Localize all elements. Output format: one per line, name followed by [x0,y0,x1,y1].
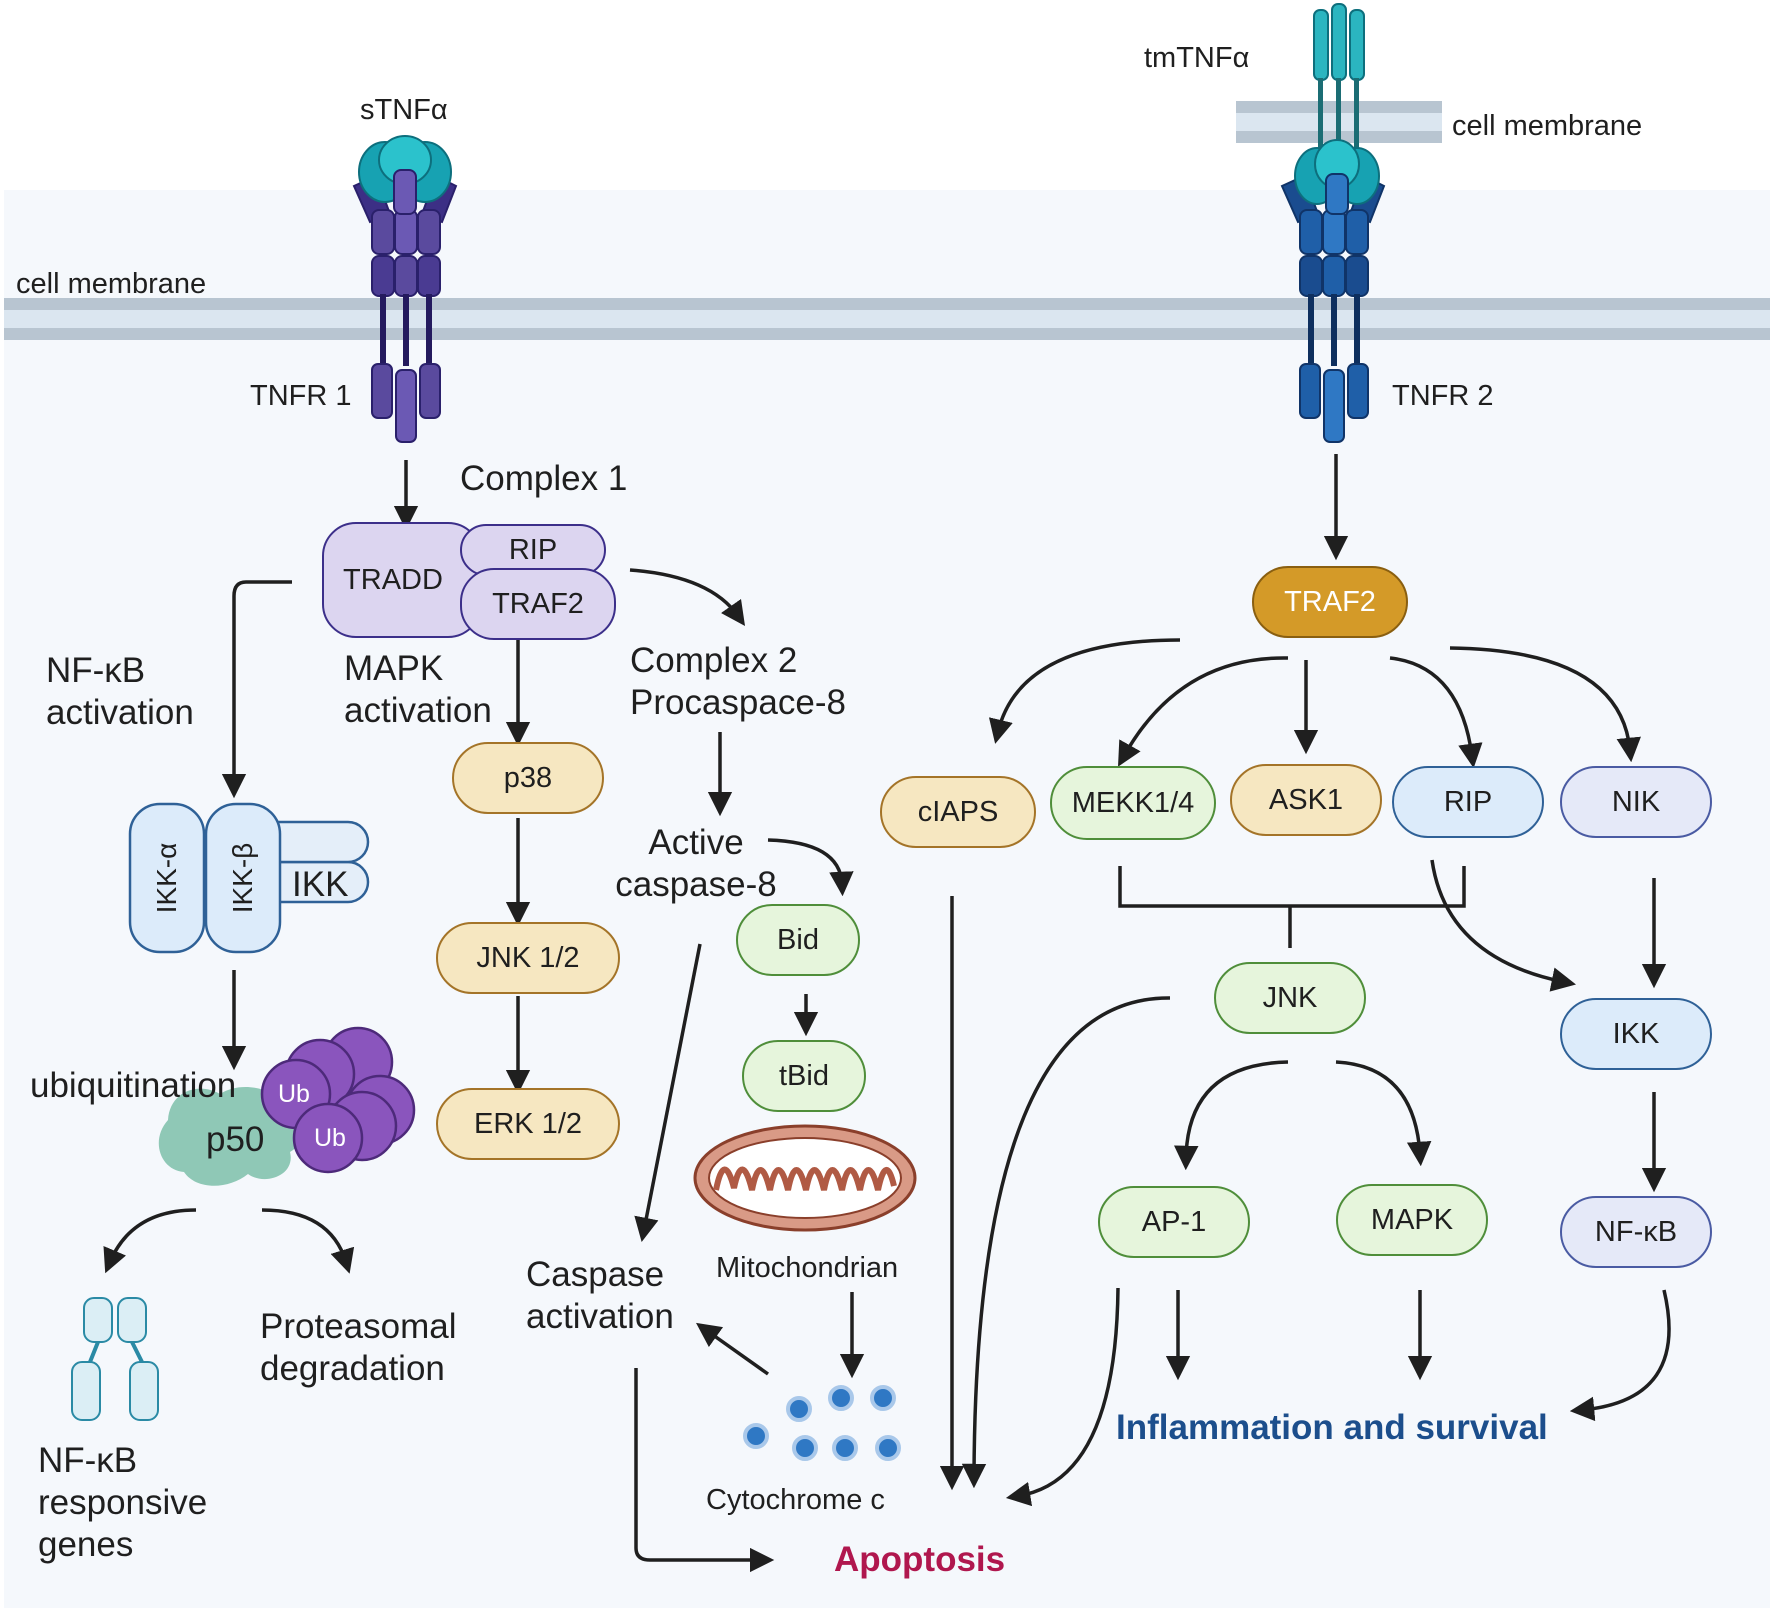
tnfr2-label: TNFR 2 [1392,380,1494,412]
tmtnfa-label: tmTNFα [1144,42,1250,74]
ap1-node: AP-1 [1098,1186,1250,1258]
tnfr1-label: TNFR 1 [250,380,352,412]
cell-membrane-label-right: cell membrane [1452,110,1643,142]
mekk-node: MEKK1/4 [1050,766,1216,840]
cell-membrane-label-left: cell membrane [16,268,207,300]
tmtnfa-ligand [1294,3,1380,215]
mapk-node: MAPK [1336,1184,1488,1256]
tbid-node: tBid [742,1040,866,1112]
ikk-node: IKK [1560,998,1712,1070]
nik-node: NIK [1560,766,1712,838]
stnfa-label: sTNFα [360,94,448,126]
inflammation-survival-label: Inflammation and survival [1116,1408,1548,1447]
ciaps-node: cIAPS [880,776,1036,848]
rip-node: RIP [1392,766,1544,838]
ikk-beta-label: IKK-β [227,842,258,914]
ask1-node: ASK1 [1230,764,1382,836]
mitochondrian-label: Mitochondrian [716,1252,899,1284]
cytochrome-dots [743,1385,901,1461]
pathway-arrows [103,454,1671,1573]
apoptosis-label: Apoptosis [834,1540,1006,1579]
stnfa-ligand [358,135,452,215]
jnk-connector [1118,866,1466,948]
p50-label: p50 [206,1120,265,1159]
erk12-node: ERK 1/2 [436,1088,620,1160]
bid-node: Bid [736,904,860,976]
mitochondrion-icon [693,1124,917,1232]
ikk-complex-shape [128,802,370,954]
jnk-node: JNK [1214,962,1366,1034]
ub-label-1: Ub [278,1080,310,1108]
ubiquitin-cluster [158,1026,416,1186]
nfkb-genes-icon [71,1297,159,1421]
cell-membrane-main [4,298,1770,340]
nfkb-node: NF-κB [1560,1196,1712,1268]
ub-label-2: Ub [314,1124,346,1152]
cytochrome-label: Cytochrome c [706,1484,885,1516]
tradd-node: TRADD [322,522,482,638]
p38-node: p38 [452,742,604,814]
traf2-node-complex1: TRAF2 [460,568,616,640]
traf2-node: TRAF2 [1252,566,1408,638]
ikk-complex-label: IKK [292,865,349,904]
ikk-alpha-label: IKK-α [151,842,182,914]
complex1-label: Complex 1 [460,459,628,498]
ubiquitination-label: ubiquitination [30,1066,237,1105]
jnk12-node: JNK 1/2 [436,922,620,994]
